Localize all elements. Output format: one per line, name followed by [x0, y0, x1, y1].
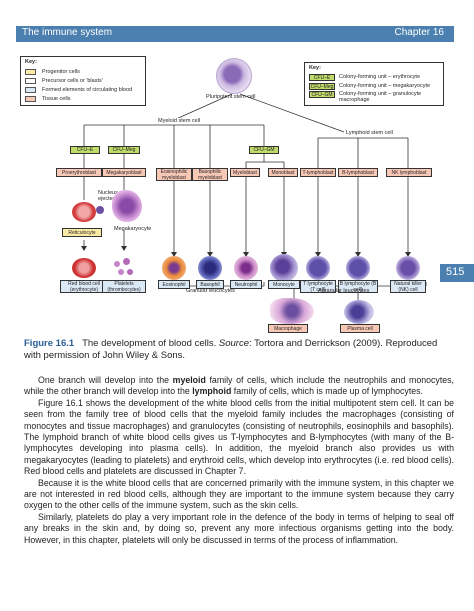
mature-cell-box: Platelets (thrombocytes) [102, 280, 146, 293]
platelets-image [112, 258, 136, 278]
key-item-label: Precursor cells or 'blasts' [42, 78, 103, 84]
cfu-meg-box: CFU–Meg [108, 146, 140, 154]
header-title: The immune system [22, 27, 113, 38]
mature-cell-box: Eosinophil [158, 280, 190, 289]
key-right-title: Key: [309, 65, 321, 71]
platelet [127, 269, 133, 275]
page-number: 515 [446, 266, 465, 278]
paragraph-text: One branch will develop into the [38, 375, 173, 385]
macrophage-box: Macrophage [268, 324, 308, 333]
paragraph: Because it is the white blood cells that… [24, 477, 454, 511]
paragraph: One branch will develop into the myeloid… [24, 375, 454, 398]
key-item-label: Formed elements of circulating blood [42, 87, 133, 93]
key-item-label: Progenitor cells [42, 69, 80, 75]
key-cfu-code: CFU–E [309, 73, 335, 81]
megakaryocyte-image [112, 190, 142, 222]
keyword-myeloid: myeloid [172, 375, 206, 385]
blood-cell-development-figure: Key: Progenitor cells Precursor cells or… [14, 50, 446, 336]
paragraph: Figure 16.1 shows the development of the… [24, 397, 454, 477]
running-header: The immune system Chapter 16 [16, 26, 454, 42]
pluripotent-stem-cell-image [216, 58, 252, 94]
key-item: CFU–GM Colony-forming unit – granulocyte … [309, 91, 439, 105]
plasma-cell-image [344, 300, 374, 324]
reticulocyte-image [72, 202, 96, 222]
mature-cell-box: T lymphocyte (T cell) [300, 280, 336, 293]
platelet [118, 269, 124, 275]
caption-source: : Tortora and Derrickson (2009). Reprodu… [24, 338, 438, 361]
t-lymphocyte-image [306, 256, 330, 280]
key-cfu-code: CFU–Meg [309, 82, 335, 90]
b-lymphocyte-image [346, 256, 370, 280]
mature-cell-box: Natural killer (NK) cell [390, 280, 426, 293]
basophil-image [198, 256, 222, 280]
blast-box: Basophilic myeloblast [192, 168, 228, 181]
paragraph: Similarly, platelets do play a very impo… [24, 511, 454, 545]
key-cfu-code: CFU–GM [309, 91, 335, 98]
blast-box: Eosinophilic myeloblast [156, 168, 192, 181]
blast-box: NK lymphoblast [386, 168, 432, 177]
keyword-lymphoid: lymphoid [192, 386, 232, 397]
blast-box: T-lymphoblast [300, 168, 336, 177]
plasma-cell-box: Plasma cell [340, 324, 380, 333]
blast-box: B-lymphoblast [338, 168, 378, 177]
key-left: Key: Progenitor cells Precursor cells or… [20, 56, 146, 106]
mature-cell-box: Red blood cell (erythrocyte) [60, 280, 108, 293]
reticulocyte-box: Reticulocyte [62, 228, 102, 237]
key-item: Tissue cells [25, 95, 71, 103]
key-swatch [25, 78, 36, 84]
neutrophil-image [234, 256, 258, 280]
body-text: One branch will develop into the myeloid… [24, 375, 454, 546]
key-swatch [25, 87, 36, 93]
header-chapter: Chapter 16 [394, 27, 444, 38]
mature-cell-box: Neutrophil [230, 280, 262, 289]
platelet [114, 261, 120, 267]
paragraph-text: family of cells, which is made up of lym… [231, 386, 423, 397]
caption-text: The development of blood cells. [82, 338, 219, 349]
monocyte-image [270, 254, 298, 282]
ejected-nucleus-image [96, 206, 104, 214]
blast-box: Monoblast [268, 168, 298, 177]
pluripotent-stem-cell-label: Pluripotent stem cell [206, 94, 256, 100]
key-swatch [25, 96, 36, 102]
cfu-e-box: CFU–E [70, 146, 100, 154]
nk-cell-image [396, 256, 420, 280]
nucleus-ejected-label: Nucleus ejected [98, 190, 118, 202]
mature-cell-box: Monocyte [268, 280, 300, 289]
figure-number: Figure 16.1 [24, 338, 75, 349]
paragraph-text: family of cells, which include the neutr… [24, 375, 454, 397]
lymphoid-stem-cell-label: Lymphoid stem cell [344, 130, 395, 136]
blast-box: Megakaryoblast [102, 168, 146, 177]
key-item: Formed elements of circulating blood [25, 86, 132, 94]
key-right: Key: CFU–E Colony-forming unit – erythroc… [304, 62, 444, 106]
red-blood-cell-image [72, 258, 96, 278]
blast-box: Myeloblast [230, 168, 260, 177]
key-left-title: Key: [25, 59, 37, 65]
key-swatch [25, 69, 36, 75]
megakaryocyte-label: Megakaryocyte [114, 226, 152, 232]
cfu-gm-box: CFU–GM [249, 146, 279, 154]
key-item-label: Colony-forming unit – erythrocyte [339, 74, 421, 80]
key-item: Precursor cells or 'blasts' [25, 77, 103, 85]
caption-source-label: Source [218, 338, 249, 349]
mature-cell-box: Basophil [196, 280, 224, 289]
eosinophil-image [162, 256, 186, 280]
key-item: Progenitor cells [25, 68, 80, 76]
key-item-label: Colony-forming unit – granulocyte macrop… [339, 91, 422, 103]
key-item: CFU–Meg Colony-forming unit – megakaryocy… [309, 82, 430, 90]
blast-box: Proerythroblast [56, 168, 102, 177]
mature-cell-box: B lymphocyte (B cell) [338, 280, 378, 293]
key-item: CFU–E Colony-forming unit – erythrocyte [309, 73, 420, 81]
macrophage-image [270, 298, 314, 324]
key-item-label: Colony-forming unit – megakaryocyte [339, 83, 431, 89]
myeloid-stem-cell-label: Myeloid stem cell [156, 118, 203, 124]
platelet [123, 258, 130, 265]
figure-caption: Figure 16.1 The development of blood cel… [24, 338, 456, 362]
page-number-tab: 515 [440, 264, 474, 282]
key-item-label: Tissue cells [42, 96, 71, 102]
agranular-leucocytes-label: Agranular leucocytes [318, 288, 370, 294]
granular-leucocytes-label: Granular leucocytes [186, 288, 235, 294]
